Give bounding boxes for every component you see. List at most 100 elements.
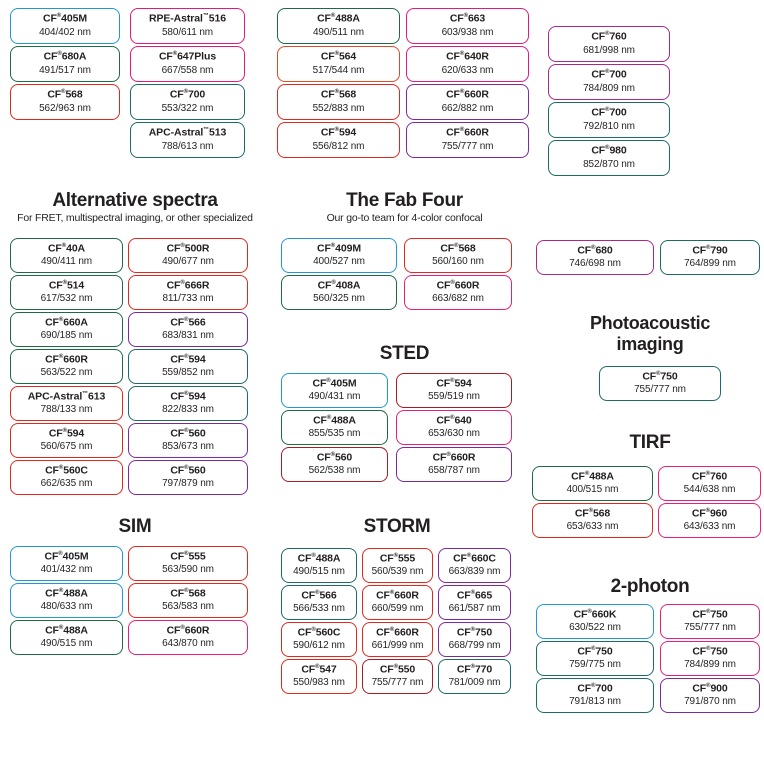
dye-spectra: 580/611 nm xyxy=(161,26,214,38)
dye-spectra: 653/633 nm xyxy=(566,521,619,533)
trademark-mark: ® xyxy=(180,242,185,249)
dye-spectra: 781/009 nm xyxy=(448,677,501,689)
trademark-mark: ™ xyxy=(203,127,210,134)
dye-spectra: 755/777 nm xyxy=(634,384,686,396)
dye-spectra: 559/852 nm xyxy=(162,367,214,379)
dye-name: CF®408A xyxy=(317,279,361,292)
dye-name: APC-Astral™613 xyxy=(27,390,106,403)
trademark-mark: ® xyxy=(326,377,331,384)
dye-name: CF®750 xyxy=(642,370,678,383)
dye-name: CF®660A xyxy=(45,316,88,329)
dye-name: RPE-Astral™516 xyxy=(149,12,226,25)
dye-name: CF®700 xyxy=(577,682,613,695)
trademark-mark: ® xyxy=(315,663,320,670)
dye-name: CF®640 xyxy=(436,414,472,427)
fab-four-subtitle: Our go-to team for 4-color confocal xyxy=(326,212,483,224)
trademark-mark: ® xyxy=(334,89,339,96)
dye-name: CF®660R xyxy=(436,279,480,292)
trademark-mark: ® xyxy=(184,587,189,594)
trademark-mark: ® xyxy=(591,682,596,689)
dye-spectra: 784/809 nm xyxy=(583,82,635,94)
dye-name: CF®790 xyxy=(692,244,728,257)
trademark-mark: ® xyxy=(389,589,395,596)
